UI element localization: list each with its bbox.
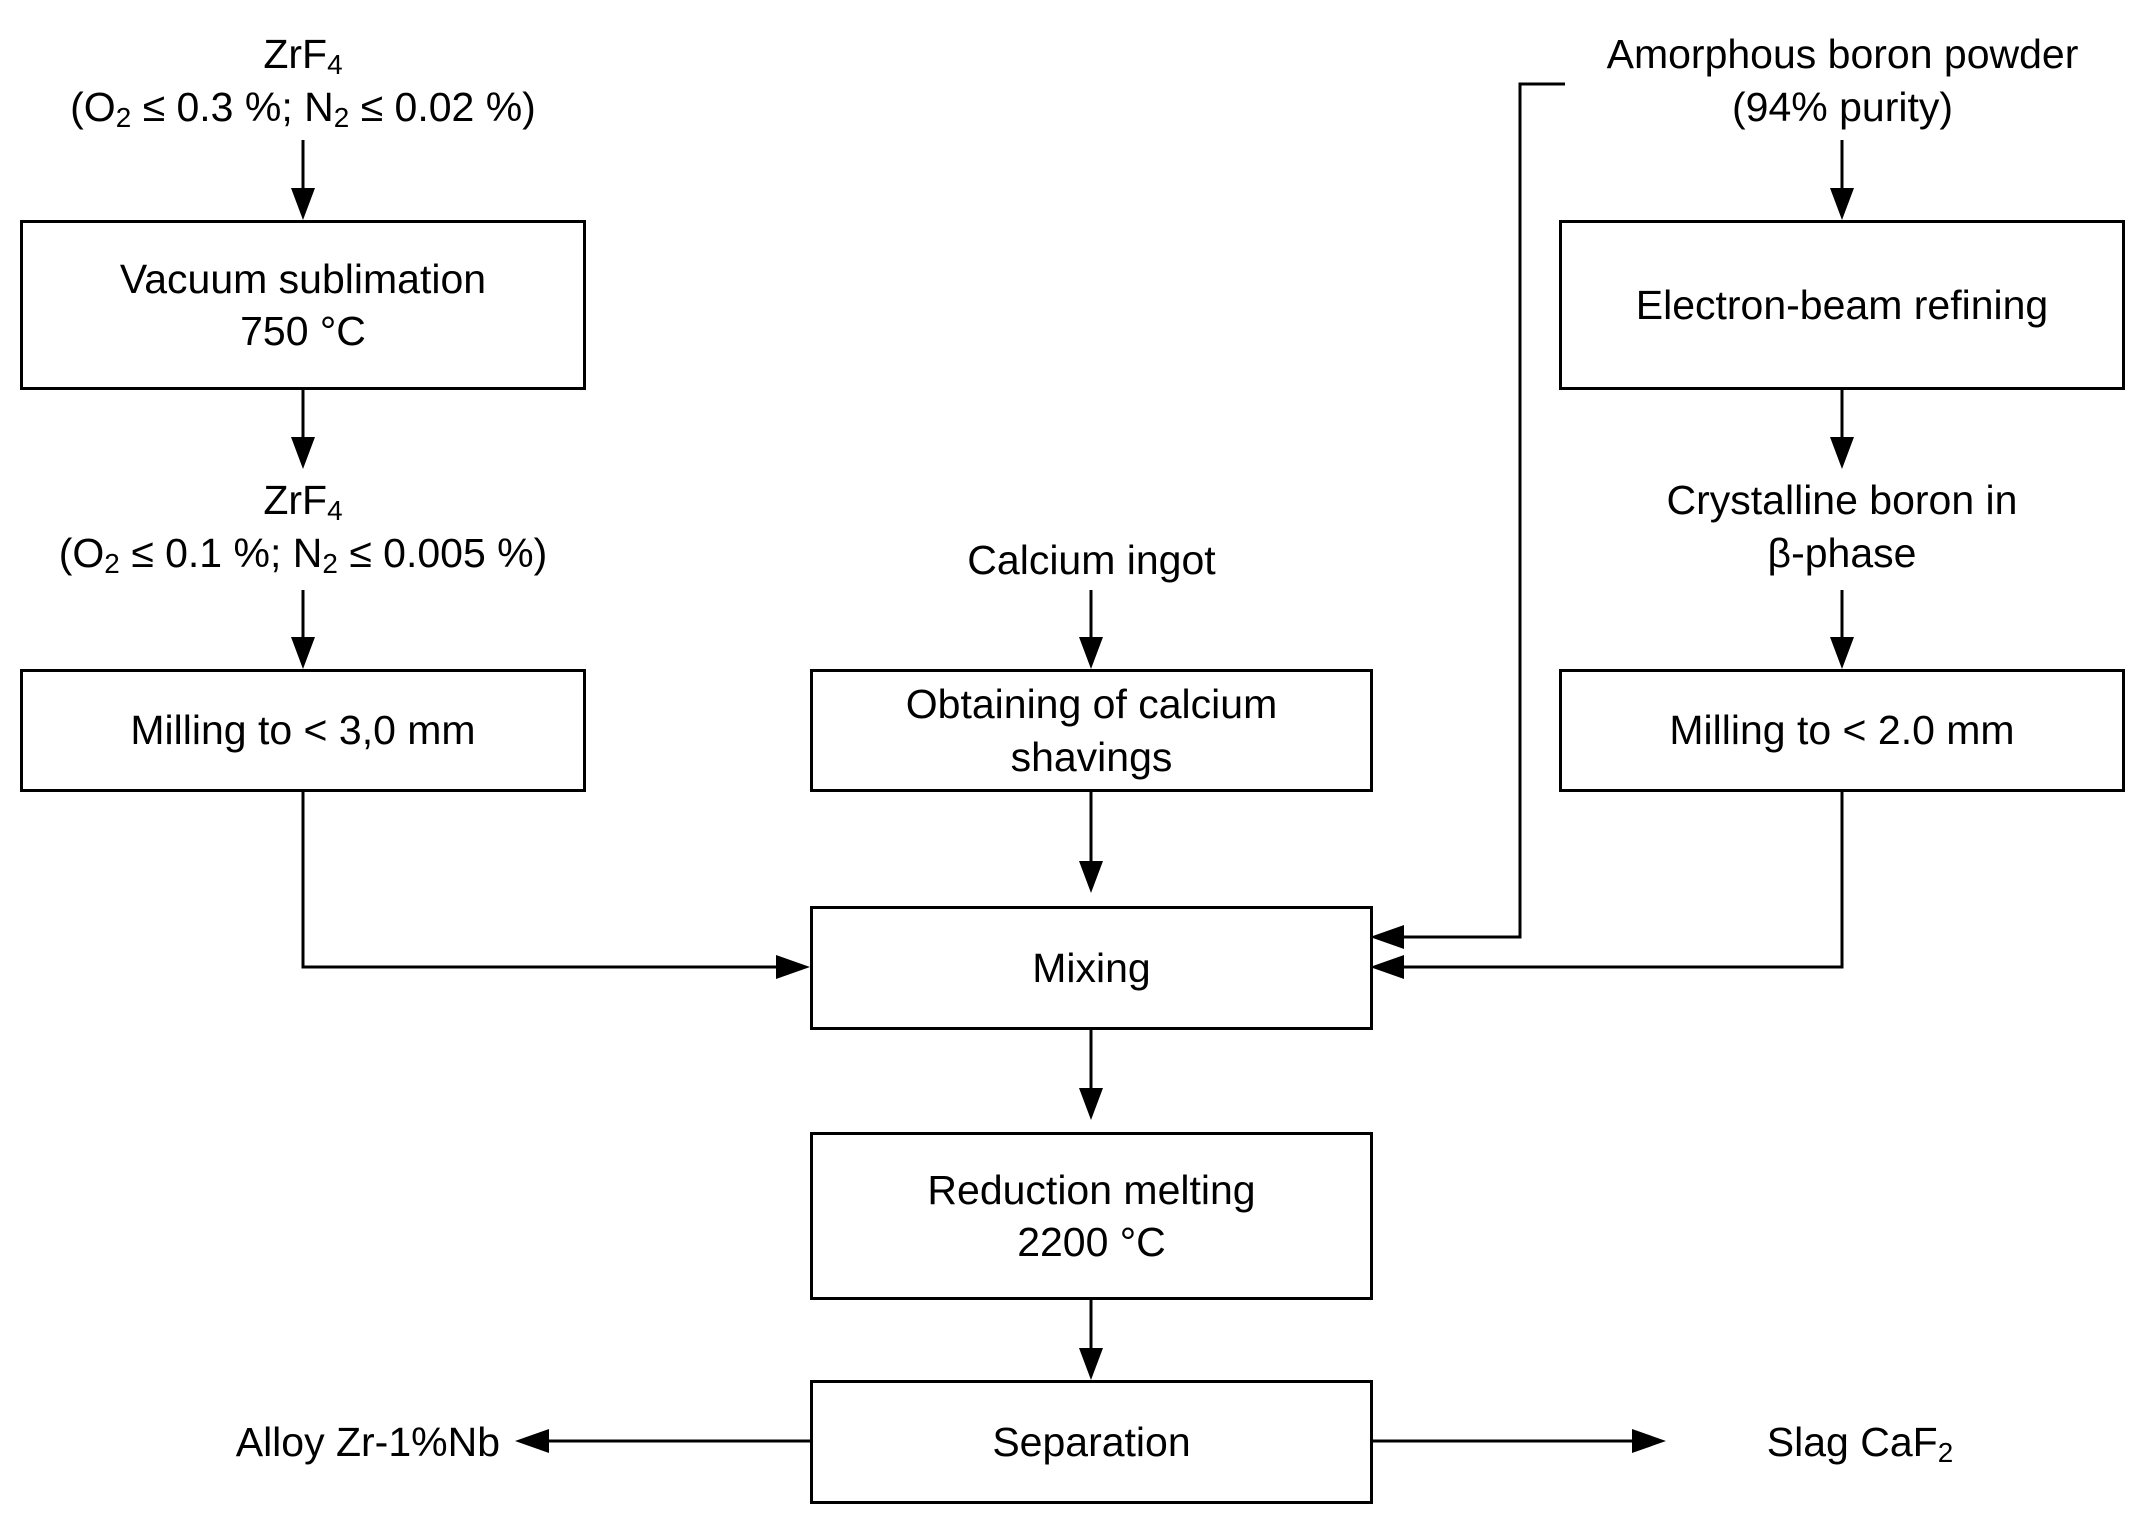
arrowhead (1370, 925, 1404, 949)
arrowhead (1830, 188, 1854, 220)
separation-box: Separation (810, 1380, 1373, 1504)
connector-milling-to-mixing-right (1395, 790, 1844, 969)
calcium-ingot-label: Calcium ingot (967, 537, 1216, 583)
arrowhead (1370, 955, 1404, 979)
connector-milling-to-mixing (301, 790, 785, 969)
mixing-box: Mixing (810, 906, 1373, 1030)
amorphous-boron-label: Amorphous boron powder (94% purity) (1606, 31, 2079, 131)
arrowhead (1632, 1429, 1666, 1453)
alloy-output-label: Alloy Zr-1%Nb (235, 1419, 500, 1465)
arrowhead (515, 1429, 549, 1453)
reduction-melting-box: Reduction melting 2200 °C (810, 1132, 1373, 1300)
milling-zrf4-box: Milling to < 3,0 mm (20, 669, 586, 792)
arrowhead (291, 188, 315, 220)
arrowhead (1079, 637, 1103, 669)
zrf4-intermediate-label: ZrF4 (O2 ≤ 0.1 %; N2 ≤ 0.005 %) (58, 477, 548, 580)
arrowhead (1079, 1088, 1103, 1120)
arrowhead (1830, 637, 1854, 669)
slag-output-label: Slag CaF2 (1766, 1419, 1954, 1469)
zrf4-input-label: ZrF4 (O2 ≤ 0.3 %; N2 ≤ 0.02 %) (70, 31, 536, 134)
calcium-shavings-box: Obtaining of calcium shavings (810, 669, 1373, 792)
arrowhead (291, 437, 315, 469)
crystalline-boron-label: Crystalline boron in β-phase (1666, 477, 2018, 577)
arrowhead (1830, 437, 1854, 469)
arrowhead (1079, 861, 1103, 893)
connector-amorphous-bypass-to-mixing (1395, 82, 1565, 939)
vacuum-sublimation-box: Vacuum sublimation 750 °C (20, 220, 586, 390)
milling-boron-box: Milling to < 2.0 mm (1559, 669, 2125, 792)
arrowhead (776, 955, 810, 979)
arrowhead (1079, 1348, 1103, 1380)
arrowhead (291, 637, 315, 669)
electron-beam-refining-box: Electron-beam refining (1559, 220, 2125, 390)
